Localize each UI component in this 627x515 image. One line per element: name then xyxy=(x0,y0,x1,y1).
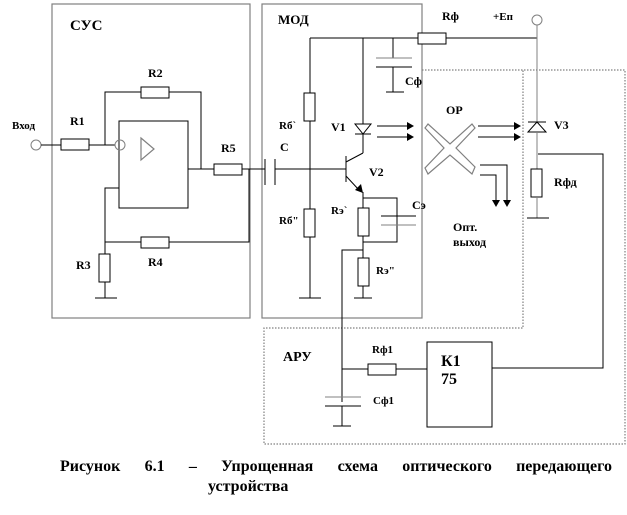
resistor-R2 xyxy=(140,86,170,99)
V3-label: V3 xyxy=(554,118,569,132)
R4-label: R4 xyxy=(148,255,163,269)
V2-label: V2 xyxy=(369,165,384,179)
inverting-input-circle xyxy=(114,139,126,151)
caption-word: – xyxy=(188,458,197,475)
opamp-block xyxy=(118,120,189,209)
resistor-Rfd xyxy=(530,168,543,198)
resistor-Rb1 xyxy=(303,92,316,122)
resistor-R3 xyxy=(98,253,111,283)
amplifier-triangle-icon xyxy=(140,136,155,162)
R3-label: R3 xyxy=(76,258,91,272)
transistor-V2-icon xyxy=(355,184,363,193)
resistor-Rb2 xyxy=(303,208,316,238)
Rb2-label: Rб" xyxy=(279,215,299,227)
caption-word: 6.1 xyxy=(144,458,165,475)
supply-terminal xyxy=(531,14,543,26)
caption-word: оптического xyxy=(402,458,492,475)
resistor-Rf1 xyxy=(367,363,397,376)
sus-block-frame xyxy=(51,3,251,319)
OR-label: OP xyxy=(446,103,463,117)
mod-title: МОД xyxy=(278,12,309,27)
resistor-Re2 xyxy=(357,257,370,287)
Cf-label: Cф xyxy=(405,74,422,88)
optical-output-label-1: Опт. xyxy=(453,220,477,234)
resistor-R4 xyxy=(140,236,170,249)
resistor-R5 xyxy=(213,163,243,176)
resistor-Re1 xyxy=(357,207,370,237)
Ep-label: +Eп xyxy=(493,11,514,23)
R5-label: R5 xyxy=(221,141,236,155)
sus-title: СУС xyxy=(70,18,102,34)
chip-label-1: К1 xyxy=(441,353,461,370)
Rfd-label: Rфд xyxy=(554,175,577,189)
chip-label-2: 75 xyxy=(441,371,457,388)
C-label: C xyxy=(280,140,289,154)
caption-word: Рисунок xyxy=(60,458,121,475)
resistor-Rf xyxy=(417,32,447,45)
chip-K175 xyxy=(426,341,493,428)
input-label: Вход xyxy=(12,120,35,132)
Re1-label: Rэ` xyxy=(331,205,347,217)
optical-splitter-icon xyxy=(424,123,476,175)
caption-line-2: устройства xyxy=(208,478,289,495)
resistor-R1 xyxy=(60,138,90,151)
R2-label: R2 xyxy=(148,66,163,80)
aru-title: АРУ xyxy=(283,350,312,365)
V1-label: V1 xyxy=(331,120,346,134)
photodiode-V3-icon xyxy=(526,121,548,133)
Cf1-label: Cф1 xyxy=(373,395,394,407)
caption-word: передающего xyxy=(516,458,612,475)
figure-caption: Рисунок 6.1 – Упрощенная схема оптическо… xyxy=(60,458,612,496)
Ce-label: Cэ xyxy=(412,198,426,212)
optical-output-label-2: выход xyxy=(453,235,486,249)
R1-label: R1 xyxy=(70,114,85,128)
Rb1-label: Rб` xyxy=(279,120,296,132)
input-terminal xyxy=(30,139,42,151)
Re2-label: Rэ" xyxy=(376,265,395,277)
caption-word: схема xyxy=(337,458,378,475)
Rf-label: Rф xyxy=(442,9,459,23)
led-V1-icon xyxy=(353,123,373,135)
caption-word: Упрощенная xyxy=(221,458,314,475)
Rf1-label: Rф1 xyxy=(372,344,393,356)
